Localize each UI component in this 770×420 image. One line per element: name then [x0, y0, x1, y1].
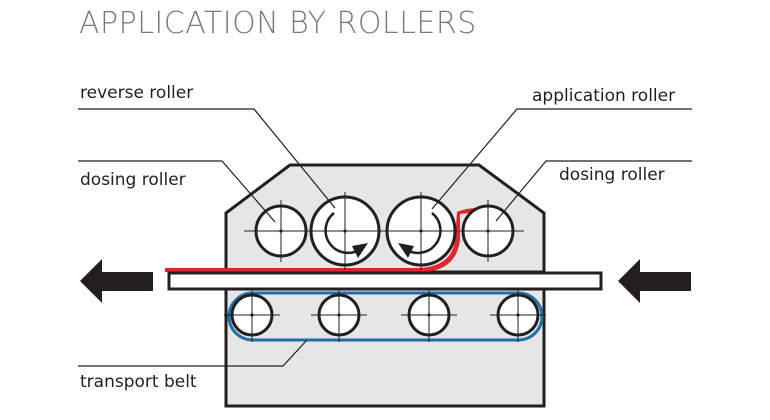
reverse-roller [305, 192, 385, 270]
belt-roller [224, 288, 280, 342]
belt-roller [401, 288, 457, 342]
leader-dosing-roller-right [495, 160, 692, 222]
label-application-roller: application roller [532, 86, 676, 106]
leader-dosing-roller-left [78, 160, 276, 223]
arrow-left-icon [618, 259, 691, 303]
label-transport-belt: transport belt [80, 372, 197, 392]
belt-roller [311, 288, 367, 342]
belt-roller [490, 288, 546, 342]
diagram-title: APPLICATION BY ROLLERS [79, 6, 477, 41]
application-roller [385, 192, 458, 270]
arrow-left-icon [80, 259, 153, 303]
transport-belt [227, 291, 544, 342]
label-dosing-roller-left: dosing roller [80, 170, 186, 190]
label-dosing-roller-right: dosing roller [559, 165, 665, 185]
rotation-arrow-icon [398, 243, 414, 258]
dosing-roller-right [460, 200, 524, 262]
rotation-arrow-icon [352, 243, 368, 258]
leader-transport-belt [78, 339, 308, 367]
housing-lower [224, 287, 546, 408]
leader-reverse-roller [78, 108, 336, 209]
label-reverse-roller: reverse roller [80, 83, 194, 103]
substrate-plate [167, 271, 603, 291]
leader-application-roller [431, 108, 692, 210]
